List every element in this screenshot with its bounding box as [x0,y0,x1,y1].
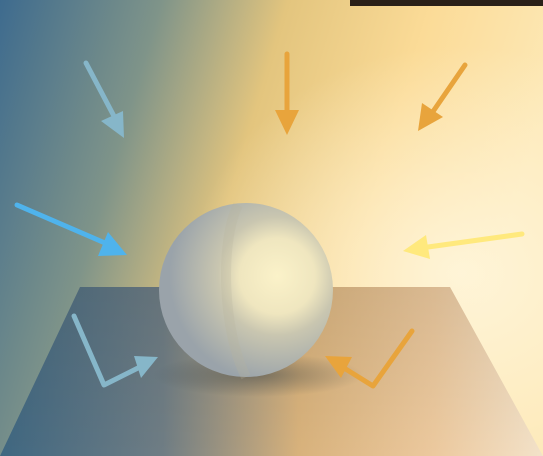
corner-dark-region [350,0,543,6]
sphere [159,203,333,377]
